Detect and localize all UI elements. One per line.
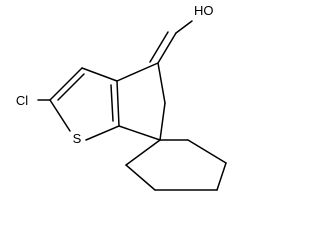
atom-label-s: S: [73, 131, 82, 146]
bond-c4-n-double: [149, 31, 169, 63]
bond-spiro-5: [187, 139, 227, 164]
bond-c3a-c4: [116, 62, 159, 82]
bond-c5-c6: [159, 102, 166, 141]
bond-c3a-c6a: [116, 80, 120, 127]
bond-spiro-1: [125, 139, 161, 166]
bond-c2-c3: [49, 67, 83, 101]
bond-c3a-c6a-double: [110, 84, 114, 122]
bond-c4-n: [157, 32, 177, 64]
bond-c4-c5: [157, 62, 166, 104]
bond-n-o: [175, 20, 193, 34]
bond-c2-c3-double: [57, 73, 85, 101]
structure-diagram: HO Cl S: [16, 3, 227, 191]
atom-label-cl: Cl: [16, 93, 28, 108]
bond-spiro-4: [216, 162, 227, 191]
bond-c6-c6a: [118, 125, 161, 141]
bond-s-c2: [49, 99, 71, 132]
bond-spiro-2: [125, 164, 156, 191]
atom-label-ho: HO: [194, 3, 214, 18]
bond-c3-c3a: [81, 67, 118, 82]
bond-c6a-s: [85, 125, 120, 141]
